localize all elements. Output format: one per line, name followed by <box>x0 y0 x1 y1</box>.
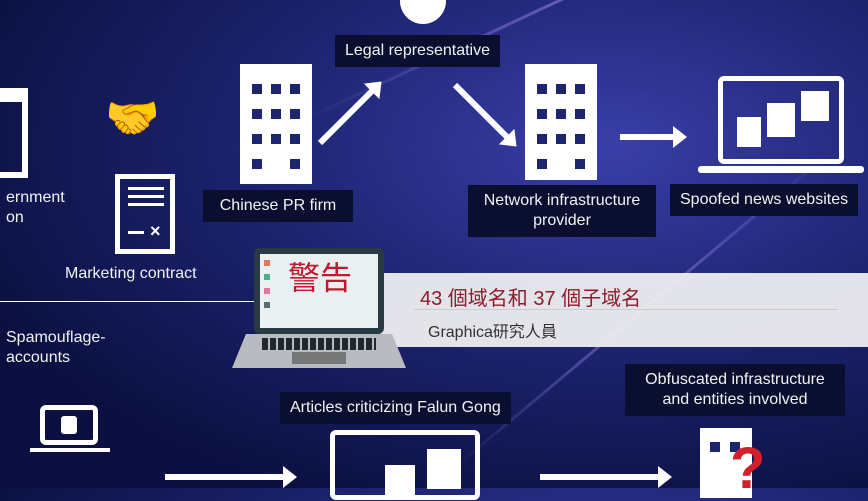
warning-text: 警告 <box>288 260 353 296</box>
arrow-to-pr-firm <box>317 87 376 146</box>
news-caption-banner: 43 個域名和 37 個子域名 Graphica研究人員 <box>380 273 868 347</box>
chinese-pr-firm-label: Chinese PR firm <box>203 190 353 222</box>
network-provider-label: Network infrastructure provider <box>468 185 656 237</box>
contract-document-icon: × <box>115 174 175 254</box>
person-icon <box>400 0 446 24</box>
caption-source: Graphica研究人員 <box>428 324 557 341</box>
computer-stand <box>30 448 110 452</box>
divider-line <box>0 301 260 302</box>
spamouflage-label: Spamouflage- accounts <box>6 329 106 366</box>
arrow-to-articles <box>165 466 297 488</box>
spoofed-news-label: Spoofed news websites <box>670 184 859 216</box>
marketing-contract-label: Marketing contract <box>65 265 197 282</box>
handshake-icon: 🤝 <box>105 94 160 143</box>
bot-computer-icon <box>40 405 98 445</box>
legal-representative-label: Legal representative <box>335 35 500 67</box>
question-mark-icon: ? <box>730 436 766 501</box>
arrow-to-network-provider <box>452 82 511 141</box>
network-provider-building-icon <box>525 64 597 180</box>
pr-firm-building-icon <box>240 64 312 184</box>
warning-laptop-icon: 警告 <box>254 248 384 334</box>
obfuscated-building-icon <box>700 428 752 498</box>
government-building-icon <box>0 88 28 178</box>
articles-label: Articles criticizing Falun Gong <box>280 392 511 424</box>
caption-divider <box>414 309 838 310</box>
arrow-to-spoofed-news <box>620 126 687 148</box>
government-label: ernment on <box>6 189 65 226</box>
articles-monitor-icon <box>330 430 480 500</box>
arrow-to-obfuscated <box>540 466 672 488</box>
laptop-base <box>698 166 864 173</box>
caption-headline: 43 個域名和 37 個子域名 <box>420 288 642 310</box>
news-laptop-icon <box>718 76 844 164</box>
laptop-keyboard <box>232 334 406 368</box>
obfuscated-label: Obfuscated infrastructure and entities i… <box>625 364 845 416</box>
